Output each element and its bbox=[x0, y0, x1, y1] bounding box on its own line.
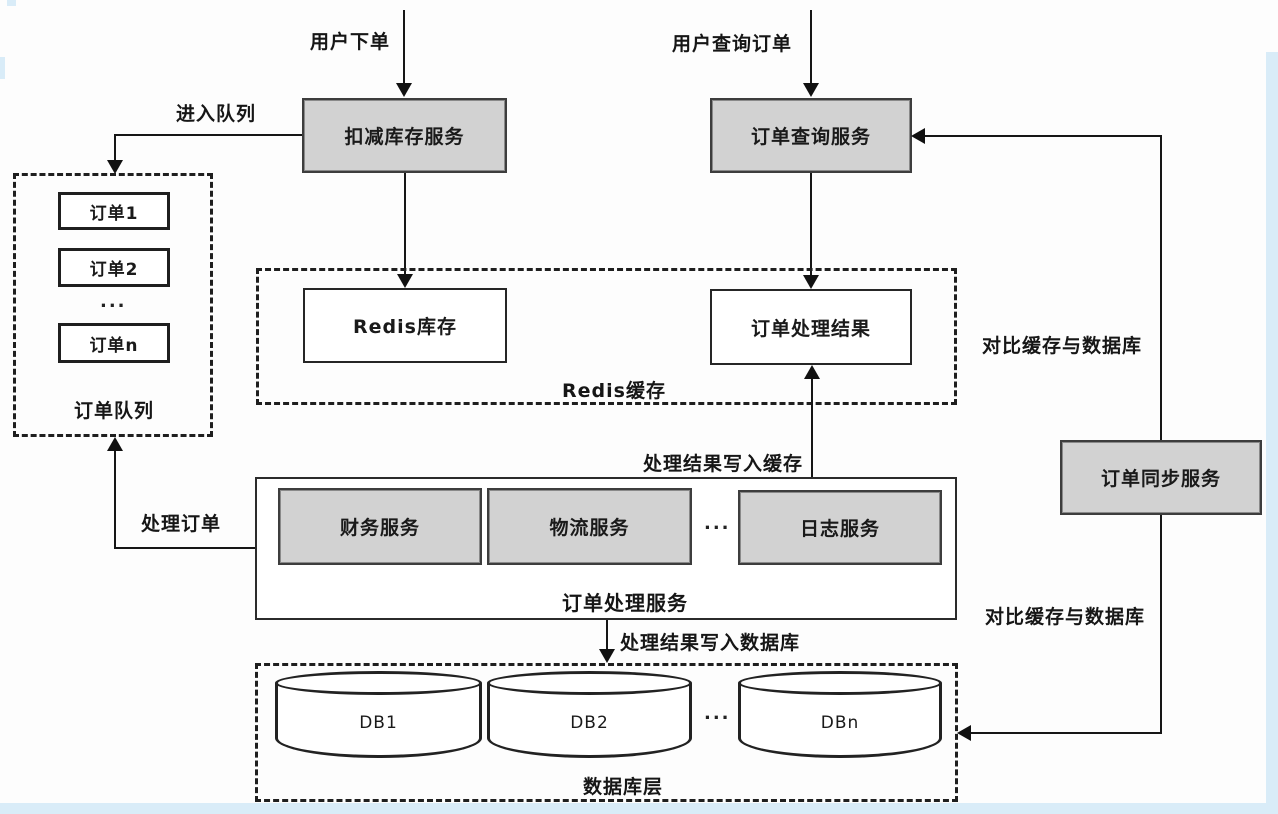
line-sync-to-query-h bbox=[924, 135, 1162, 137]
arrowhead-deduct-to-redis bbox=[397, 274, 413, 288]
db1-top-ellipse bbox=[275, 671, 482, 695]
arrow-line-place-order bbox=[403, 10, 405, 85]
queue-item-n: 订单n bbox=[58, 323, 170, 363]
line-sync-to-db-h bbox=[970, 732, 1162, 734]
group-redis-cache bbox=[256, 268, 957, 405]
page-edge-bottom bbox=[0, 803, 1278, 814]
node-deduct-inventory-service: 扣减库存服务 bbox=[302, 98, 507, 173]
arrowhead-process-order bbox=[107, 437, 123, 451]
queue-item-2: 订单2 bbox=[58, 248, 170, 287]
label-order-processing-service: 订单处理服务 bbox=[562, 591, 688, 615]
label-user-place-order: 用户下单 bbox=[310, 31, 391, 53]
db-ellipsis: ... bbox=[704, 703, 731, 724]
node-logistics-service: 物流服务 bbox=[487, 488, 692, 565]
page-edge-topleft-mark bbox=[7, 0, 16, 6]
line-sync-down bbox=[1160, 515, 1162, 734]
arrowhead-into-query-service bbox=[911, 128, 925, 144]
page-edge-left-mark bbox=[0, 57, 5, 79]
arrowhead-enter-queue bbox=[107, 160, 123, 174]
label-compare-cache-db-bottom: 对比缓存与数据库 bbox=[985, 606, 1146, 628]
queue-ellipsis: ... bbox=[100, 291, 127, 312]
line-log-to-result bbox=[811, 377, 813, 490]
arrowhead-processing-to-db bbox=[599, 649, 615, 663]
node-order-sync-service: 订单同步服务 bbox=[1060, 440, 1262, 515]
arrowhead-query-to-result bbox=[803, 275, 819, 289]
label-db-layer: 数据库层 bbox=[583, 776, 664, 798]
queue-item-1: 订单1 bbox=[58, 192, 170, 230]
label-write-result-to-db: 处理结果写入数据库 bbox=[620, 632, 801, 654]
label-process-order: 处理订单 bbox=[141, 513, 222, 535]
db2-label: DB2 bbox=[487, 683, 692, 758]
node-order-process-result: 订单处理结果 bbox=[710, 289, 912, 365]
line-deduct-to-redis bbox=[404, 173, 406, 276]
line-process-order-h bbox=[115, 547, 255, 549]
db-cylinder-n: DBn bbox=[738, 671, 942, 758]
line-query-to-result bbox=[810, 173, 812, 277]
db-cylinder-2: DB2 bbox=[487, 671, 692, 758]
group-db-layer bbox=[255, 663, 958, 802]
arrowhead-query-order bbox=[803, 83, 819, 97]
arrowhead-place-order bbox=[396, 83, 412, 97]
group-order-queue bbox=[13, 173, 213, 437]
db-cylinder-1: DB1 bbox=[275, 671, 482, 758]
line-processing-to-db bbox=[606, 620, 608, 651]
dbn-top-ellipse bbox=[738, 671, 942, 695]
arrow-line-query-order bbox=[810, 10, 812, 85]
line-process-order-v bbox=[114, 449, 116, 549]
line-enter-queue-v bbox=[114, 134, 116, 162]
line-enter-queue-h bbox=[115, 134, 302, 136]
line-sync-up bbox=[1160, 135, 1162, 440]
db2-top-ellipse bbox=[487, 671, 692, 695]
db1-label: DB1 bbox=[275, 683, 482, 758]
page-edge-right bbox=[1266, 52, 1278, 814]
label-write-result-to-cache: 处理结果写入缓存 bbox=[643, 453, 804, 475]
arrowhead-log-to-result bbox=[804, 365, 820, 379]
services-ellipsis: ... bbox=[704, 513, 731, 534]
node-redis-inventory: Redis库存 bbox=[303, 288, 507, 363]
label-enter-queue: 进入队列 bbox=[176, 103, 257, 125]
label-user-query-order: 用户查询订单 bbox=[672, 33, 793, 55]
node-log-service: 日志服务 bbox=[738, 490, 942, 565]
dbn-label: DBn bbox=[738, 683, 942, 758]
label-compare-cache-db-top: 对比缓存与数据库 bbox=[982, 335, 1143, 357]
label-order-queue: 订单队列 bbox=[74, 400, 155, 422]
node-finance-service: 财务服务 bbox=[278, 488, 482, 565]
node-order-query-service: 订单查询服务 bbox=[710, 98, 912, 173]
arrowhead-into-db-layer bbox=[957, 725, 971, 741]
label-redis-cache: Redis缓存 bbox=[562, 380, 666, 402]
